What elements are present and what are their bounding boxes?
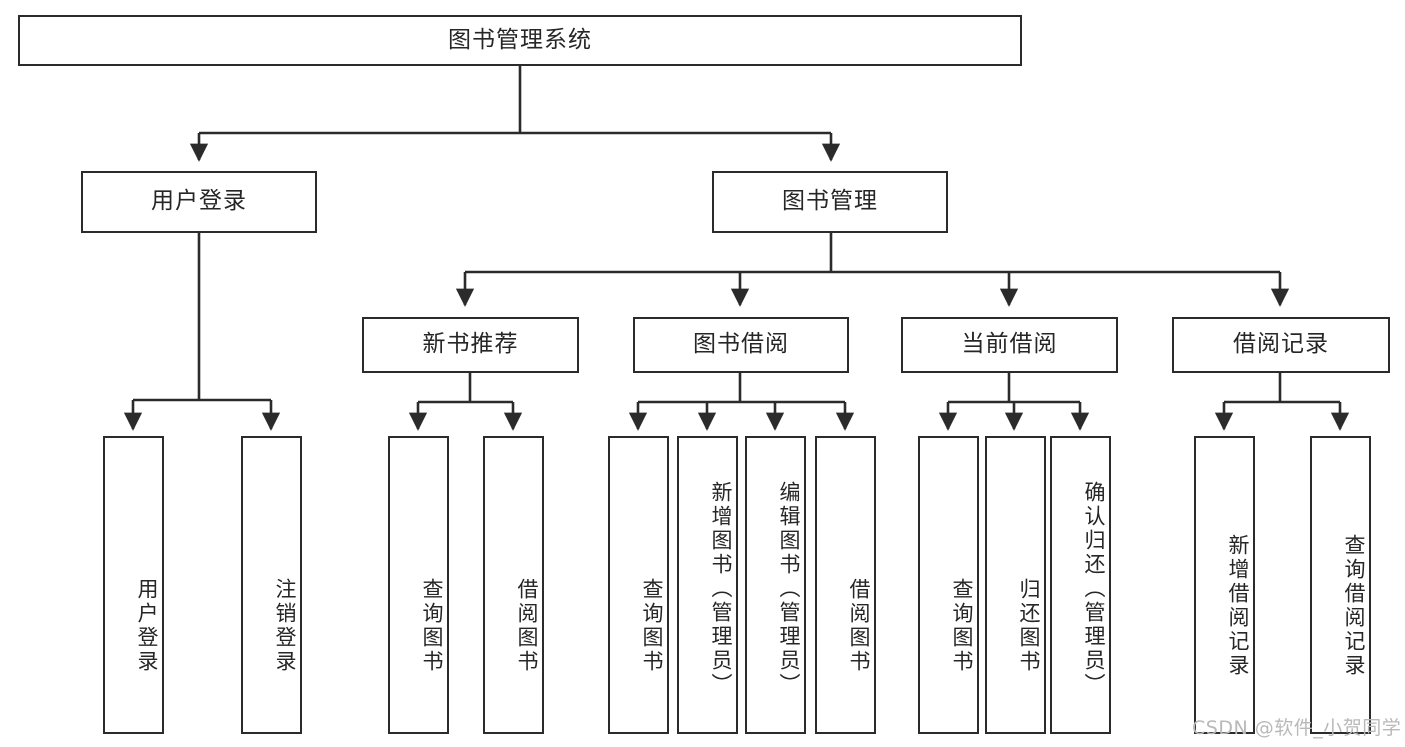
node-book-management[interactable]: 图书管理 xyxy=(712,171,948,233)
node-label: 图书借阅 xyxy=(693,331,789,358)
leaf-borrow-book-2[interactable]: 借阅图书 xyxy=(815,436,876,734)
leaf-query-book-2[interactable]: 查询图书 xyxy=(608,436,669,734)
node-label: 新增图书（管理员） xyxy=(709,481,733,697)
node-label: 查询图书 xyxy=(640,578,664,674)
node-new-book-recommend[interactable]: 新书推荐 xyxy=(362,317,579,373)
node-current-borrow[interactable]: 当前借阅 xyxy=(901,317,1118,373)
leaf-logout[interactable]: 注销登录 xyxy=(241,436,302,734)
node-label: 图书管理系统 xyxy=(448,26,592,53)
node-borrow-record[interactable]: 借阅记录 xyxy=(1172,317,1390,373)
watermark-text: CSDN @软件_小贺同学 xyxy=(1192,717,1402,739)
leaf-query-book-1[interactable]: 查询图书 xyxy=(388,436,449,734)
leaf-query-book-3[interactable]: 查询图书 xyxy=(918,436,979,734)
leaf-confirm-return[interactable]: 确认归还（管理员） xyxy=(1050,436,1111,734)
node-root-system[interactable]: 图书管理系统 xyxy=(18,15,1022,66)
node-label: 图书管理 xyxy=(782,188,878,215)
node-label: 新书推荐 xyxy=(422,331,519,358)
node-label: 借阅图书 xyxy=(515,578,539,674)
leaf-return-book[interactable]: 归还图书 xyxy=(985,436,1046,734)
leaf-add-record[interactable]: 新增借阅记录 xyxy=(1194,436,1255,734)
leaf-add-book[interactable]: 新增图书（管理员） xyxy=(677,436,738,734)
node-user-login[interactable]: 用户登录 xyxy=(81,171,317,233)
node-label: 用户登录 xyxy=(135,578,159,674)
leaf-edit-book[interactable]: 编辑图书（管理员） xyxy=(745,436,806,734)
node-label: 当前借阅 xyxy=(961,331,1058,358)
node-label: 借阅图书 xyxy=(847,578,871,674)
node-label: 用户登录 xyxy=(151,188,247,215)
node-label: 查询借阅记录 xyxy=(1342,534,1366,678)
node-label: 确认归还（管理员） xyxy=(1082,481,1106,697)
node-label: 归还图书 xyxy=(1017,578,1041,674)
node-label: 查询图书 xyxy=(420,578,444,674)
node-label: 编辑图书（管理员） xyxy=(777,481,801,697)
node-label: 查询图书 xyxy=(950,578,974,674)
node-book-borrow[interactable]: 图书借阅 xyxy=(633,317,849,373)
node-label: 借阅记录 xyxy=(1233,331,1329,358)
node-label: 注销登录 xyxy=(273,578,297,674)
leaf-query-record[interactable]: 查询借阅记录 xyxy=(1310,436,1371,734)
node-label: 新增借阅记录 xyxy=(1226,534,1250,678)
leaf-user-login[interactable]: 用户登录 xyxy=(103,436,164,734)
leaf-borrow-book-1[interactable]: 借阅图书 xyxy=(483,436,544,734)
